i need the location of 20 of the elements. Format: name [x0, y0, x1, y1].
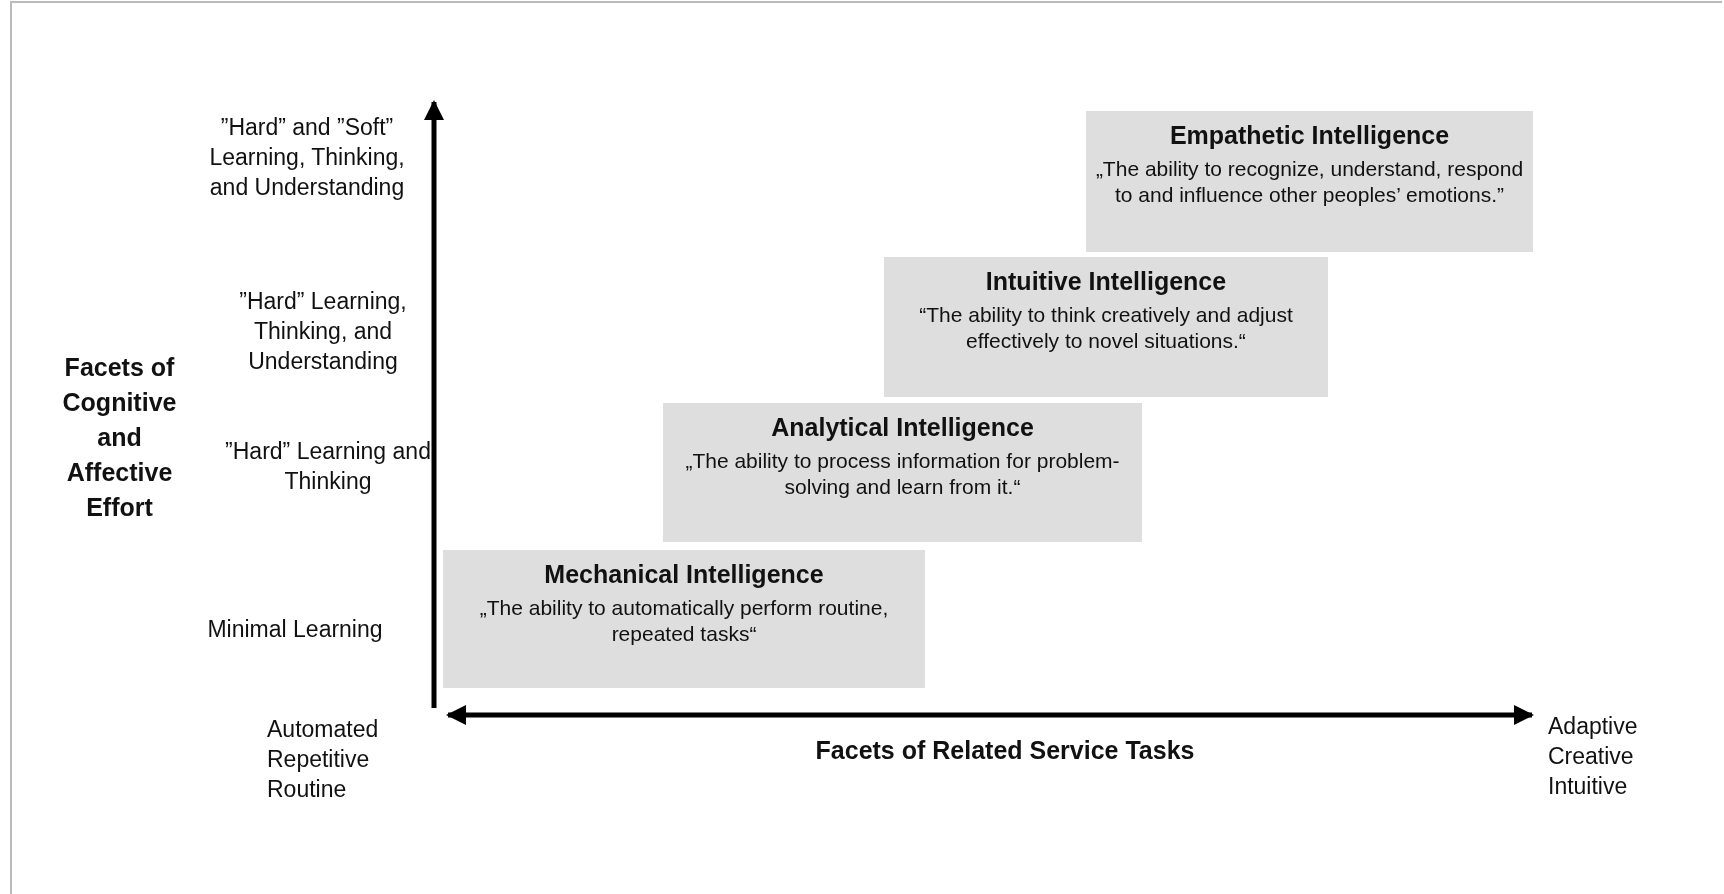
intelligence-card [1086, 111, 1533, 252]
y-axis-level-label: ”Hard” Learning and Thinking [224, 437, 432, 496]
card-quote: „The ability to automatically perform routine, repeated tasks“ [478, 595, 890, 648]
x-axis-end-label: Adaptive Creative Intuitive [1548, 712, 1639, 801]
y-axis-level-label: ”Hard” and ”Soft” Learning, Thinking, and Understanding [208, 113, 406, 202]
x-axis-end-label: Automated Repetitive Routine [267, 715, 380, 804]
intelligence-card [443, 550, 925, 688]
card-title: Empathetic Intelligence [1168, 121, 1451, 150]
y-axis-title: Facets of Cognitive and Affective Effort [61, 352, 178, 523]
card-title: Intuitive Intelligence [984, 267, 1228, 296]
card-quote: „The ability to process information for problem-solving and learn from it.“ [684, 448, 1121, 501]
intelligence-card [663, 403, 1142, 542]
x-axis-title: Facets of Related Service Tasks [814, 735, 1196, 766]
card-title: Analytical Intelligence [770, 413, 1035, 442]
card-quote: „The ability to recognize, understand, respond to and influence other peoples’ emotions.” [1094, 156, 1525, 209]
y-axis-level-label: ”Hard” Learning, Thinking, and Understanding [238, 287, 408, 376]
card-title: Mechanical Intelligence [543, 560, 825, 589]
intelligence-card [884, 257, 1328, 397]
card-quote: “The ability to think creatively and adjust effectively to novel situations.“ [918, 302, 1294, 355]
y-axis-level-label: Minimal Learning [206, 615, 384, 644]
